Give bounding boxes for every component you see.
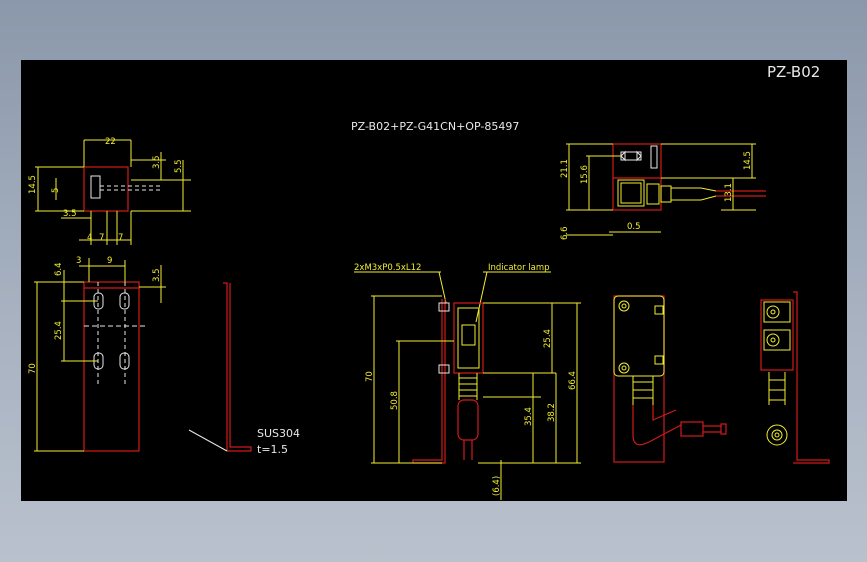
- assembly-side-view: [613, 295, 727, 463]
- dim-0.5: 0.5: [627, 222, 641, 232]
- dim-50.8: 50.8: [390, 391, 400, 410]
- dim-21.1: 21.1: [560, 159, 570, 178]
- dim-5: 5: [51, 188, 61, 193]
- dim-38.2: 38.2: [547, 403, 557, 422]
- dim-14.5: 14.5: [28, 175, 38, 194]
- dim-7-a: 7: [99, 233, 104, 243]
- callout-indicator-lamp: Indicator lamp: [488, 263, 550, 273]
- cad-drawing-canvas: PZ-B02 PZ-B02+PZ-G41CN+OP-85497 SUS304 t…: [21, 60, 847, 501]
- dim-3.5: 3.5: [152, 268, 162, 282]
- dim-14.5: 14.5: [743, 151, 753, 170]
- dim-6.4-ref: (6.4): [492, 476, 502, 496]
- dim-70-assembly: 70: [365, 371, 375, 382]
- assembly-title: PZ-B02+PZ-G41CN+OP-85497: [351, 120, 519, 133]
- dim-35.4: 35.4: [524, 407, 534, 426]
- dim-7-b: 7: [118, 233, 123, 243]
- bracket-top-view: [35, 139, 191, 245]
- thickness-label: t=1.5: [257, 443, 288, 456]
- cad-drawing: PZ-B02 PZ-B02+PZ-G41CN+OP-85497 SUS304 t…: [28, 63, 830, 500]
- drawing-code: PZ-B02: [767, 63, 820, 81]
- dim-4: 4: [87, 233, 92, 243]
- dim-13.1: 13.1: [724, 183, 734, 202]
- bracket-front-view: [34, 258, 252, 452]
- dim-25.4-assembly: 25.4: [543, 329, 553, 348]
- assembly-end-view: [760, 291, 830, 464]
- assembly-front-view: [354, 271, 581, 500]
- sensor-top-view: [566, 143, 766, 236]
- dim-5.5: 5.5: [174, 159, 184, 173]
- dim-3.5-left: 3.5: [63, 209, 77, 219]
- dim-3: 3: [76, 256, 81, 266]
- dim-22: 22: [105, 137, 116, 147]
- callout-screw: 2xM3xP0.5xL12: [354, 263, 421, 273]
- dim-6.6: 6.6: [560, 226, 570, 240]
- dim-15.6: 15.6: [580, 165, 590, 184]
- dim-70: 70: [28, 363, 38, 374]
- dim-66.4: 66.4: [568, 371, 578, 390]
- dim-9: 9: [107, 256, 112, 266]
- material-label: SUS304: [257, 427, 300, 440]
- dim-25.4: 25.4: [54, 321, 64, 340]
- dim-3.5-top: 3.5: [152, 155, 162, 169]
- dim-6.4: 6.4: [54, 262, 64, 276]
